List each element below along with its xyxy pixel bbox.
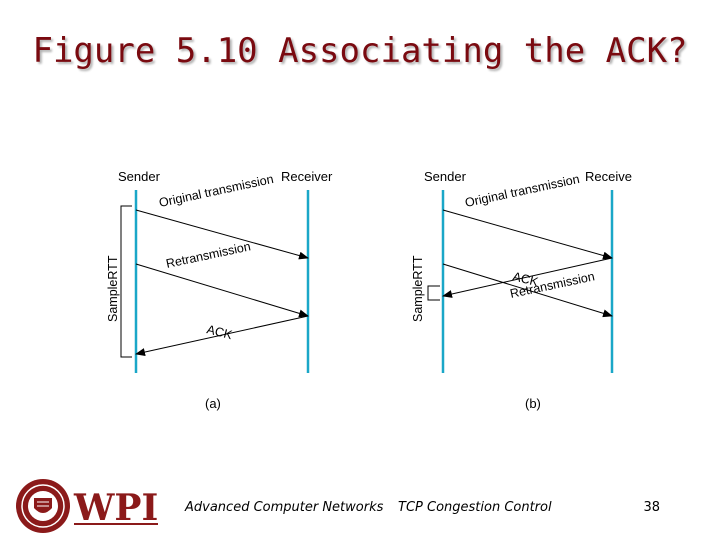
original-label-b: Original transmission [464,172,581,210]
ack-label-a: ACK [205,322,234,342]
retransmission-arrow-a [135,263,309,318]
sample-rtt-label-a: SampleRTT [106,255,120,322]
original-label-a: Original transmission [158,172,275,210]
retransmission-label-a: Retransmission [165,239,252,271]
wpi-wordmark: WPI [72,486,160,529]
wpi-seal-logo [16,479,70,533]
original-arrow-b [442,209,613,260]
ack-arrow-a [135,315,309,356]
footer-course: Advanced Computer Networks [185,500,384,515]
diagram-a: Sender Receiver Original transmission Re… [106,169,333,411]
sender-label-b: Sender [424,169,467,184]
diagram-b: Sender Receive Original transmission ACK… [411,169,632,411]
original-arrow-a [135,209,309,260]
caption-a: (a) [205,396,221,411]
receiver-label-a: Receiver [281,169,333,184]
sample-rtt-bracket-b [427,285,440,301]
caption-b: (b) [525,396,541,411]
slide-title-text: Figure 5.10 Associating the ACK? [32,31,688,71]
page-number: 38 [643,500,660,515]
sample-rtt-bracket-a [120,205,132,358]
sample-rtt-label-b: SampleRTT [411,255,425,322]
slide-title: Figure 5.10 Associating the ACK? [0,30,720,72]
footer-topic: TCP Congestion Control [398,500,552,515]
wpi-logo-text: WPI [73,487,158,529]
ack-label-b: ACK [511,269,540,289]
sender-label-a: Sender [118,169,161,184]
receiver-label-b: Receive [585,169,632,184]
ack-arrow-b [442,257,613,298]
retransmission-arrow-b [442,263,613,318]
